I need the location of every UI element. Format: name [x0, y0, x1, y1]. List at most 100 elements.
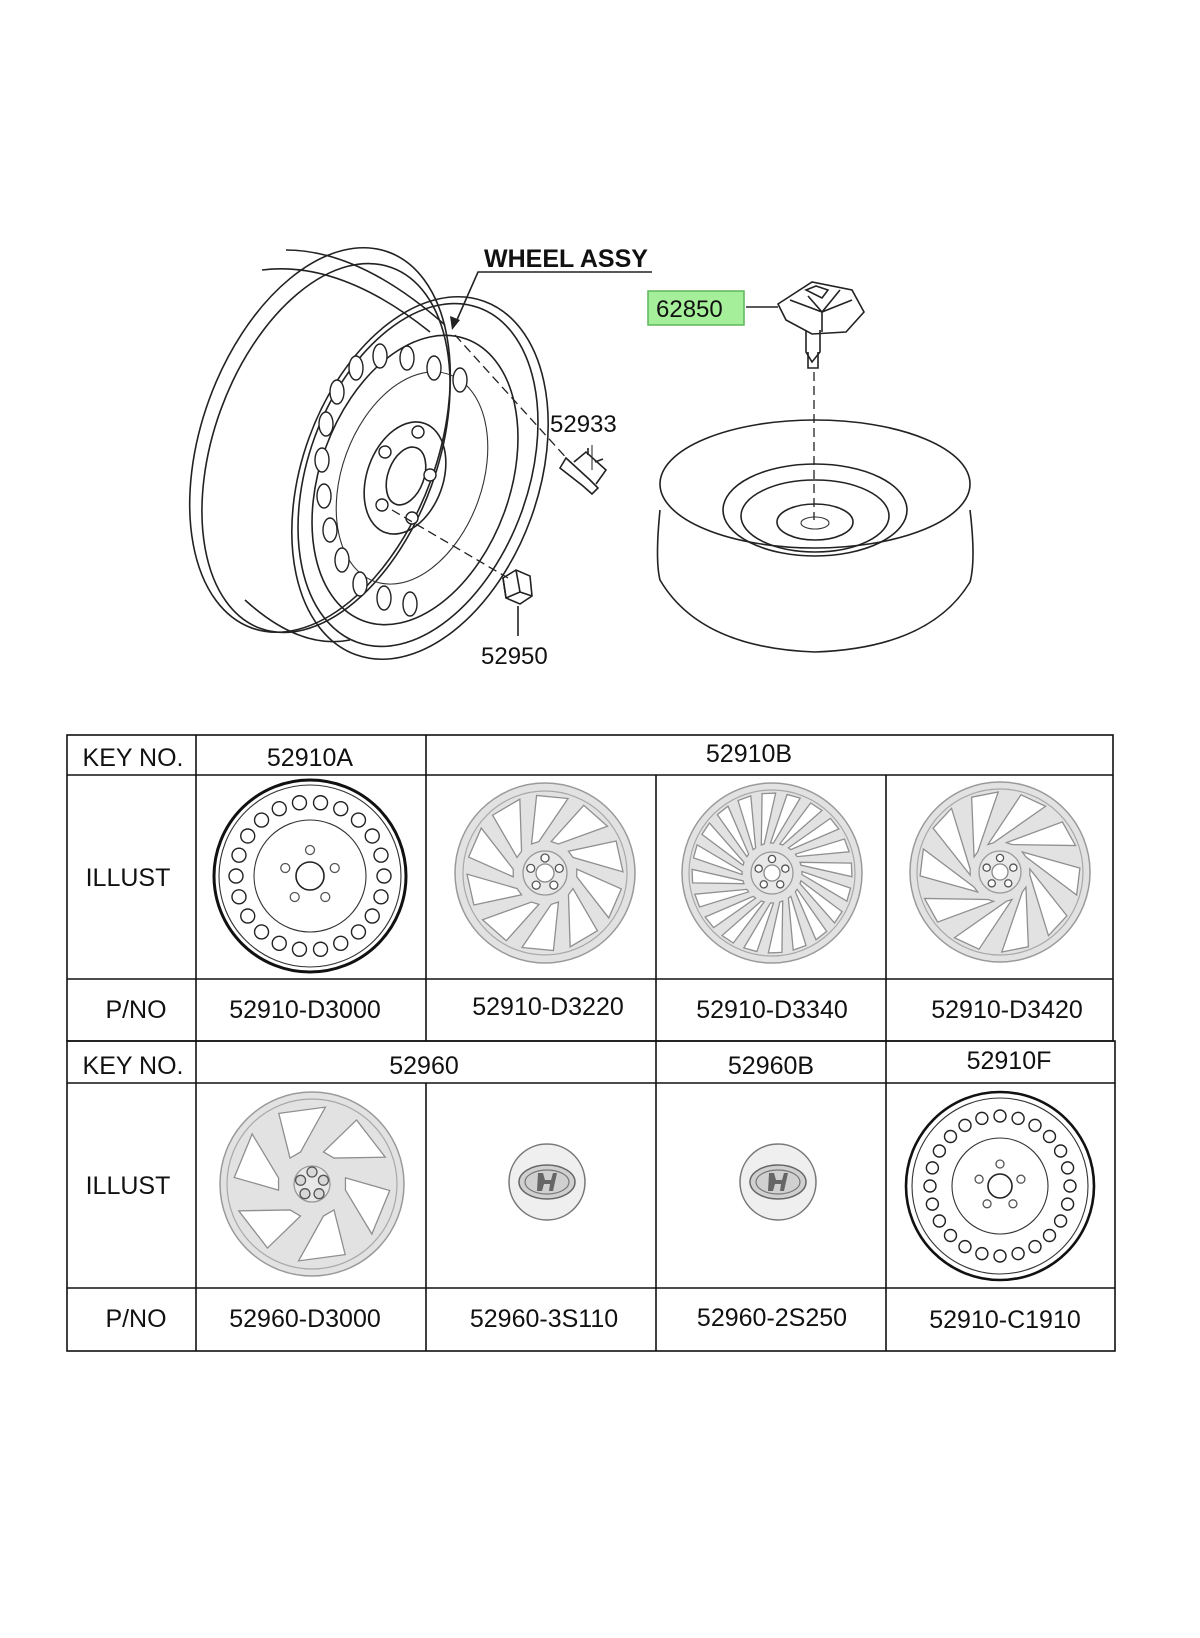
bottom-pno-4: 52910-C1910 — [929, 1306, 1081, 1334]
lug-hole — [313, 1188, 325, 1200]
vent-hole — [350, 924, 367, 940]
vent-hole — [291, 795, 308, 811]
vent-hole — [231, 847, 247, 863]
vent-hole — [1028, 1239, 1042, 1254]
spoke-opening — [344, 1177, 391, 1236]
spoke-opening — [530, 794, 570, 845]
lug-hole — [280, 862, 291, 874]
lug-hole — [995, 853, 1005, 863]
lug-hole — [754, 864, 763, 873]
callout-highlight — [647, 290, 745, 326]
top-pno-4: 52910-D3420 — [931, 996, 1083, 1024]
spoke-opening — [767, 900, 784, 954]
vent-hole — [925, 1161, 940, 1175]
top-pno-1: 52910-D3000 — [229, 996, 381, 1024]
vent-hole — [958, 1118, 972, 1133]
lug-hole — [987, 879, 997, 888]
vent-hole — [1042, 1129, 1057, 1144]
spoke-opening — [787, 895, 807, 952]
spoke-opening — [778, 802, 824, 846]
lug-hole — [995, 1159, 1005, 1169]
bottom-key-52960: 52960 — [389, 1052, 459, 1080]
bottom-pno-header: P/NO — [105, 1305, 166, 1333]
bottom-pno-2: 52960-3S110 — [470, 1305, 618, 1333]
lug-hole — [767, 854, 777, 864]
lug-hole — [781, 864, 790, 873]
vent-hole — [925, 1197, 940, 1211]
vent-hole — [271, 935, 287, 952]
spoke-opening — [953, 898, 1014, 951]
top-key-header: KEY NO. — [83, 744, 184, 772]
vent-hole — [271, 800, 287, 817]
wheel-assy-leader — [450, 271, 652, 330]
lug-hole — [549, 880, 559, 890]
illust-alloy-wheel-d3340 — [681, 782, 863, 964]
vent-hole — [993, 1109, 1007, 1123]
illust-alloy-wheel-d3420 — [909, 781, 1091, 963]
lug-nut-callout: 52950 — [481, 643, 548, 670]
vent-hole — [975, 1111, 989, 1126]
spoke-opening — [520, 901, 560, 952]
valve-callout: 52933 — [550, 411, 617, 438]
illust-hub-cap-3s110 — [508, 1143, 586, 1221]
spoke-opening — [481, 901, 540, 942]
lug-hole — [299, 1188, 311, 1200]
vent-holes — [314, 343, 468, 617]
spoke-opening — [550, 804, 609, 845]
spoke-opening — [576, 868, 623, 920]
spoke-opening — [801, 870, 852, 903]
spoke-opening — [297, 1208, 347, 1262]
lug-hole — [320, 891, 331, 903]
vent-hole — [1011, 1111, 1025, 1126]
spoke-opening — [799, 879, 843, 925]
spoke-opening — [704, 895, 757, 929]
lug-hole — [1008, 1199, 1018, 1209]
spoke-opening — [277, 1106, 327, 1160]
vent-hole — [373, 847, 389, 863]
spoke-opening — [1020, 850, 1081, 897]
spoke-opening — [932, 807, 971, 877]
illust-alloy-wheel-d3220 — [454, 782, 636, 964]
spoke-opening — [691, 868, 745, 885]
spoke-opening — [794, 838, 851, 858]
vent-hole — [1053, 1214, 1068, 1228]
hold-down-bolt-drawing — [776, 281, 865, 520]
vent-hole — [333, 935, 349, 952]
lug-hole — [554, 863, 564, 874]
vent-hole — [993, 1249, 1007, 1263]
spoke-opening — [237, 1209, 302, 1250]
spoke-opening — [491, 798, 523, 859]
spoke-opening — [567, 840, 624, 873]
lug-hole — [329, 862, 340, 874]
vent-hole — [312, 941, 329, 957]
vent-hole — [1063, 1179, 1077, 1193]
lug-hole — [294, 1174, 307, 1186]
valve-stem-drawing — [454, 334, 608, 496]
lug-hole — [306, 1166, 318, 1178]
lug-hole — [540, 853, 550, 863]
wheel-assy-label: WHEEL ASSY — [484, 245, 648, 273]
vent-hole — [1028, 1118, 1042, 1133]
illust-steel-wheel-52910a — [212, 778, 408, 974]
spoke-opening — [794, 888, 828, 941]
vent-hole — [958, 1239, 972, 1254]
illust-hub-cap-2s250 — [739, 1143, 817, 1221]
spoke-opening — [692, 843, 743, 876]
vent-hole — [231, 889, 247, 905]
spoke-opening — [716, 805, 750, 858]
lug-hole — [982, 1199, 992, 1209]
lug-hole — [531, 880, 541, 890]
lug-hole — [974, 1174, 984, 1184]
top-pno-header: P/NO — [105, 996, 166, 1024]
vent-hole — [240, 908, 256, 924]
parts-table-grid — [66, 734, 1116, 1352]
vent-hole — [253, 812, 270, 828]
spoke-opening — [466, 873, 523, 906]
lug-hole — [759, 880, 769, 889]
spoke-opening — [799, 861, 853, 878]
bottom-key-52960b: 52960B — [728, 1052, 814, 1080]
spoke-opening — [742, 902, 775, 953]
spoke-opening — [233, 1132, 280, 1191]
illust-wheel-cover-d3000 — [219, 1091, 405, 1277]
spoke-opening — [693, 888, 750, 908]
